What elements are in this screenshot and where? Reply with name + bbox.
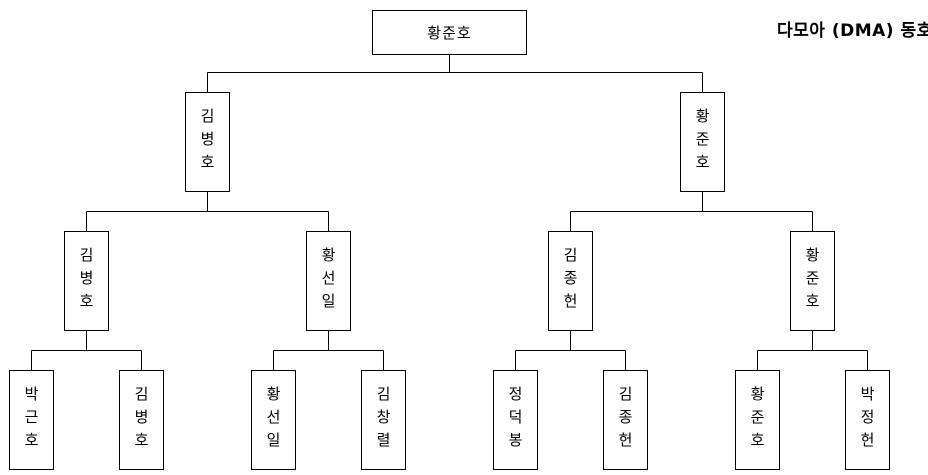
player-box-8: 박정헌 [845, 370, 890, 470]
player-box-3: 황선일 [251, 370, 296, 470]
semifinal-right-box: 황준호 [680, 92, 725, 192]
player-box-2: 김병호 [119, 370, 164, 470]
final-winner-box: 황준호 [372, 10, 527, 55]
quarterfinal-box-4: 황준호 [790, 231, 835, 331]
player-box-4: 김창렬 [361, 370, 406, 470]
player-box-7: 황준호 [735, 370, 780, 470]
player-box-5: 정덕봉 [493, 370, 538, 470]
player-box-6: 김종헌 [603, 370, 648, 470]
quarterfinal-box-3: 김종헌 [548, 231, 593, 331]
quarterfinal-box-1: 김병호 [64, 231, 109, 331]
semifinal-left-box: 김병호 [185, 92, 230, 192]
player-box-1: 박근호 [9, 370, 54, 470]
club-logo: 다모아 (DMA) 동호회 [777, 21, 928, 41]
quarterfinal-box-2: 황선일 [306, 231, 351, 331]
